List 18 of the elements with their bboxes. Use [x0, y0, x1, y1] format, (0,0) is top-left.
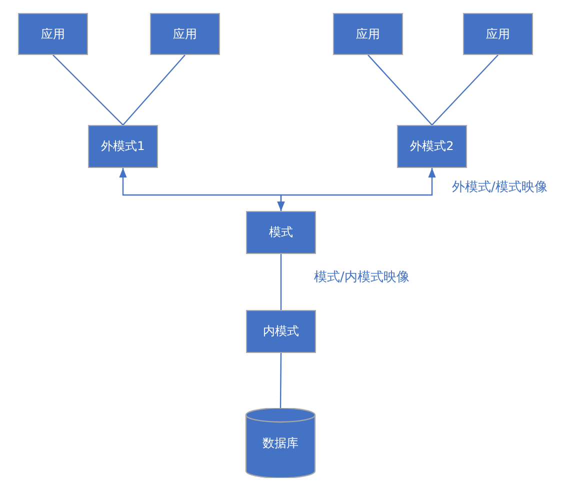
connector-line	[368, 54, 432, 126]
process-box: 应用	[463, 13, 533, 55]
process-box: 模式	[246, 211, 316, 254]
mapping-label: 外模式/模式映像	[452, 179, 548, 196]
process-box: 应用	[333, 13, 403, 55]
process-box: 外模式2	[397, 125, 467, 168]
mapping-label: 模式/内模式映像	[314, 269, 410, 286]
connector-line	[280, 353, 282, 408]
process-box: 外模式1	[88, 125, 158, 168]
connector-line	[280, 254, 282, 310]
database-cylinder: 数据库	[245, 408, 316, 478]
process-box: 应用	[18, 13, 88, 55]
process-box: 应用	[150, 13, 220, 55]
arrow	[277, 168, 436, 211]
connector-line	[52, 54, 124, 126]
connector-line	[122, 54, 186, 126]
connector-line	[432, 54, 498, 126]
process-box: 内模式	[246, 310, 316, 353]
